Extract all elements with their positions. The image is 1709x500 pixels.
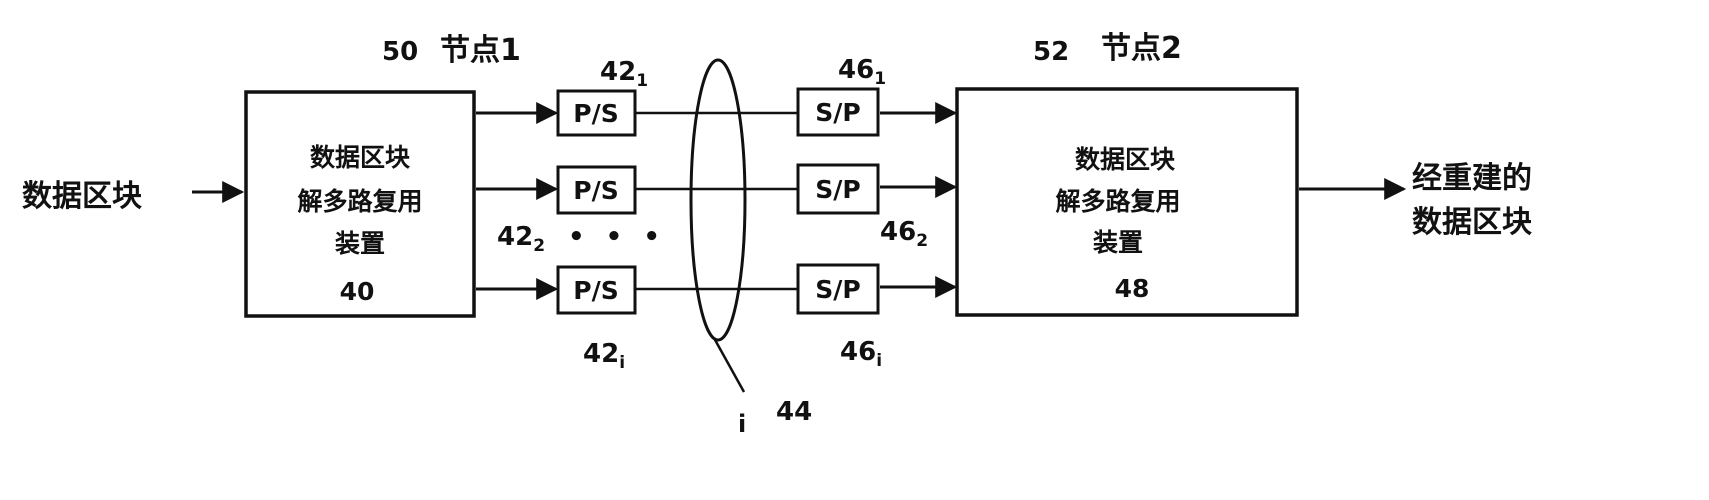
- input-label: 数据区块: [22, 179, 142, 214]
- ps-box-i-label: P/S: [573, 276, 618, 305]
- remux-line1: 数据区块: [1075, 145, 1175, 174]
- demux-line3: 装置: [335, 229, 385, 258]
- channel-leader-line: [712, 337, 746, 393]
- sp-box-i: S/P: [796, 263, 880, 315]
- demux-line2: 解多路复用: [297, 187, 422, 216]
- node2-name: 节点2: [1101, 31, 1182, 66]
- output-label-line1: 经重建的: [1412, 161, 1532, 196]
- sp-ref-2: 462: [880, 217, 928, 251]
- node1-name: 节点1: [440, 33, 521, 68]
- ps-ref-1: 421: [600, 57, 648, 91]
- output-label-line2: 数据区块: [1412, 205, 1532, 240]
- ps-box-2: P/S: [556, 165, 637, 215]
- channel-ref: 44: [776, 397, 812, 427]
- sp-box-1: S/P: [796, 87, 880, 137]
- ps-box-1-label: P/S: [573, 99, 618, 128]
- remux-ref: 48: [1115, 274, 1150, 303]
- remux-block: [955, 87, 1299, 317]
- channel-group-ellipse: [689, 58, 747, 342]
- demux-ref: 40: [340, 277, 375, 306]
- ellipsis-dots: • • •: [568, 222, 666, 252]
- demux-line1: 数据区块: [310, 143, 410, 172]
- remux-line3: 装置: [1093, 228, 1143, 257]
- sp-box-1-label: S/P: [815, 98, 860, 127]
- remux-line2: 解多路复用: [1055, 187, 1180, 216]
- sp-ref-i: 46i: [840, 337, 882, 371]
- node2-number: 52: [1033, 37, 1069, 67]
- demux-block: [244, 90, 476, 318]
- ps-ref-i: 42i: [583, 339, 625, 373]
- ps-box-1: P/S: [556, 89, 637, 137]
- sp-box-2: S/P: [796, 163, 880, 215]
- sp-box-i-label: S/P: [815, 275, 860, 304]
- ps-box-i: P/S: [556, 265, 637, 315]
- ps-ref-2: 422: [497, 222, 545, 256]
- sp-ref-1: 461: [838, 55, 886, 89]
- node1-number: 50: [382, 37, 418, 67]
- sp-box-2-label: S/P: [815, 175, 860, 204]
- ps-box-2-label: P/S: [573, 176, 618, 205]
- channel-label: i: [738, 410, 746, 438]
